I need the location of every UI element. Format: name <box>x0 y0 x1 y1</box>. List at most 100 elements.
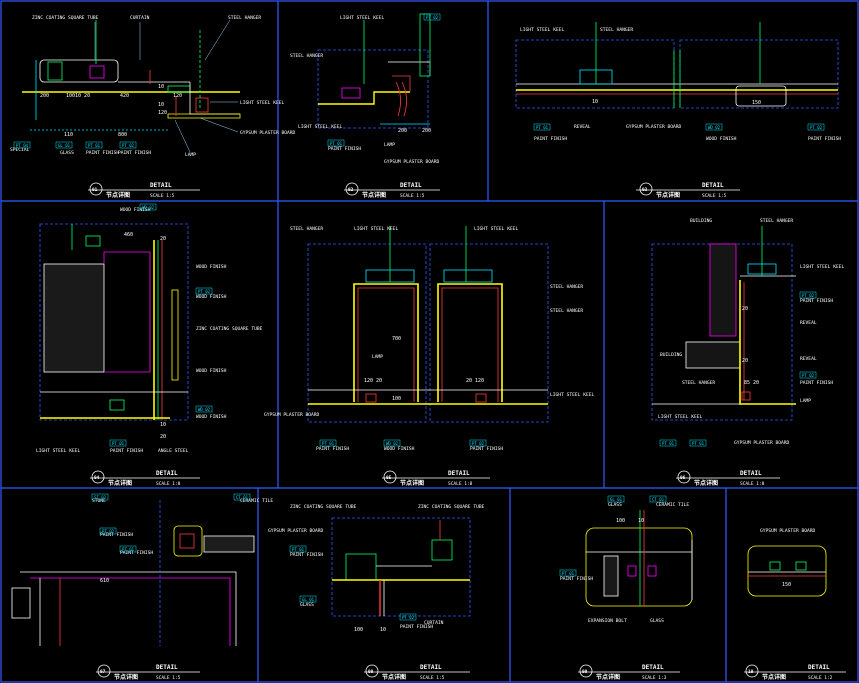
svg-text:DETAIL: DETAIL <box>448 470 470 477</box>
panel-03-label-4: GYPSUM PLASTER BOARD <box>626 124 682 130</box>
svg-text:CT 01: CT 01 <box>236 495 249 500</box>
panel-08-dim-2: 10 <box>380 627 386 633</box>
panel-03-title-block: 03 DETAIL 节点详图 SCALE 1:5 <box>636 182 740 199</box>
detail-panel-04: WOOD FINISH WOOD FINISH WOOD FINISH ZINC… <box>36 203 263 487</box>
detail-panel-10: GYPSUM PLASTER BOARD 150 10 DETAIL 节点详图 … <box>744 528 846 681</box>
svg-text:ST 02: ST 02 <box>94 495 107 500</box>
panel-03-dim-1: 150 <box>752 100 761 106</box>
svg-text:DETAIL: DETAIL <box>400 182 422 189</box>
svg-text:PT 02: PT 02 <box>402 615 415 620</box>
svg-text:PT 01: PT 01 <box>662 441 675 446</box>
panel-06-label-7: REVEAL <box>800 356 817 362</box>
svg-text:PT 01: PT 01 <box>692 441 705 446</box>
svg-text:DETAIL: DETAIL <box>156 470 178 477</box>
panel-01-leaders <box>94 19 239 153</box>
panel-07-label-2: PAINT FINISH <box>100 532 133 538</box>
panel-04-label-5: WOOD FINISH <box>196 368 227 374</box>
panel-04-label-8: PAINT FINISH <box>110 448 143 454</box>
panel-02-label-1: LIGHT STEEL KEEL <box>340 15 384 21</box>
svg-text:PT 02: PT 02 <box>426 15 439 20</box>
panel-05-label-2: LIGHT STEEL KEEL <box>354 226 398 232</box>
svg-text:DETAIL: DETAIL <box>808 664 830 671</box>
panel-06-label-5: REVEAL <box>800 320 817 326</box>
svg-text:节点详图: 节点详图 <box>114 673 138 681</box>
panel-03-label-1: LIGHT STEEL KEEL <box>520 27 564 33</box>
panel-07-title-block: 07 DETAIL 节点详图 SCALE 1:5 <box>96 664 200 681</box>
panel-02-label-5: GYPSUM PLASTER BOARD <box>384 159 440 165</box>
panel-02-label-3: LIGHT STEEL KEEL <box>298 124 342 130</box>
panel-01-dim-9: 120 <box>158 110 167 116</box>
panel-06-geometry <box>651 226 796 421</box>
svg-text:SCALE 1:5: SCALE 1:5 <box>156 675 181 681</box>
svg-text:WD 02: WD 02 <box>386 441 399 446</box>
panel-05-label-11: PAINT FINISH <box>470 446 503 452</box>
svg-text:PT 02: PT 02 <box>810 125 823 130</box>
svg-text:DETAIL: DETAIL <box>156 664 178 671</box>
panel-01-dim-8: 10 <box>158 102 164 108</box>
detail-panel-08: ZINC COATING SQUARE TUBE ZINC COATING SQ… <box>268 504 485 681</box>
panel-01-label-1: ZINC COATING SQUARE TUBE <box>32 15 99 21</box>
panel-01-label-5: GYPSUM PLASTER BOARD <box>240 130 296 136</box>
svg-text:05: 05 <box>386 475 392 481</box>
svg-text:DETAIL: DETAIL <box>642 664 664 671</box>
svg-text:GL 01: GL 01 <box>58 143 71 148</box>
panel-05-label-6: LAMP <box>372 354 383 360</box>
panel-07-tag-1: ST 02 <box>91 493 109 501</box>
panel-01-label-6: LAMP <box>185 152 196 158</box>
panel-04-label-9: ANGLE STEEL <box>158 448 189 454</box>
panel-01-dim-2: 10010 20 <box>66 93 90 99</box>
panel-07-dim-1: 610 <box>100 578 109 584</box>
panel-06-tag-3: PT 01 <box>659 439 677 447</box>
svg-text:PT 01: PT 01 <box>536 125 549 130</box>
panel-06-title-block: 06 DETAIL 节点详图 SCALE 1:8 <box>676 470 780 487</box>
panel-02-label-2: STEEL HANGER <box>290 53 323 59</box>
svg-text:04: 04 <box>94 475 100 481</box>
panel-07-label-4: CERAMIC TILE <box>240 498 273 504</box>
detail-panel-05: STEEL HANGER LIGHT STEEL KEEL LIGHT STEE… <box>264 226 594 487</box>
svg-text:SCALE 1:5: SCALE 1:5 <box>400 193 425 199</box>
panel-09-label-2: CERAMIC TILE <box>656 502 689 508</box>
panel-04-tag-4: PT 01 <box>109 439 127 447</box>
panel-07-label-3: PAINT FINISH <box>120 550 153 556</box>
panel-01-dim-1: 200 <box>40 93 49 99</box>
panel-02-title-block: 02 DETAIL 节点详图 SCALE 1:5 <box>344 182 440 199</box>
panel-07-tag-2: PT 02 <box>99 527 117 535</box>
panel-01-label-10: PAINT FINISH <box>118 150 151 156</box>
panel-05-tag-3: PT 02 <box>469 439 487 447</box>
svg-text:PT 01: PT 01 <box>562 571 575 576</box>
panel-08-dim-1: 100 <box>354 627 363 633</box>
panel-04-dim-3: 10 <box>160 422 166 428</box>
panel-05-tag-1: PT 01 <box>319 439 337 447</box>
svg-text:CT 01: CT 01 <box>652 497 665 502</box>
panel-09-label-1: GLASS <box>608 502 622 508</box>
panel-06-label-9: LIGHT STEEL KEEL <box>658 414 702 420</box>
svg-text:节点详图: 节点详图 <box>596 673 620 681</box>
panel-10-label-1: GYPSUM PLASTER BOARD <box>760 528 816 534</box>
svg-text:09: 09 <box>582 669 588 675</box>
svg-text:节点详图: 节点详图 <box>362 191 386 199</box>
panel-03-tag-1: PT 01 <box>533 123 551 131</box>
svg-text:WD 02: WD 02 <box>142 205 155 210</box>
panel-05-label-8: LIGHT STEEL KEEL <box>550 392 594 398</box>
panel-01-tag-1: PT 04 <box>13 141 31 149</box>
svg-text:PT 01: PT 01 <box>122 547 135 552</box>
detail-panel-06: BUILDING STEEL HANGER LIGHT STEEL KEEL P… <box>651 218 844 487</box>
panel-04-geometry <box>39 223 189 421</box>
panel-03-label-6: WOOD FINISH <box>706 136 737 142</box>
panel-08-label-1: ZINC COATING SQUARE TUBE <box>290 504 357 510</box>
panel-06-label-3: LIGHT STEEL KEEL <box>800 264 844 270</box>
panel-01-dim-6: 800 <box>118 132 127 138</box>
panel-05-dim-2: 120 20 <box>364 378 382 384</box>
panel-04-label-7: LIGHT STEEL KEEL <box>36 448 80 454</box>
svg-text:PT 01: PT 01 <box>322 441 335 446</box>
panel-04-dim-1: 460 <box>124 232 133 238</box>
panel-01-label-8: SPECIAL <box>10 147 30 153</box>
panel-09-geometry <box>585 510 693 607</box>
svg-text:01: 01 <box>92 187 98 193</box>
panel-08-tag-3: PT 02 <box>399 613 417 621</box>
svg-text:节点详图: 节点详图 <box>108 479 132 487</box>
svg-text:SCALE 1:5: SCALE 1:5 <box>702 193 727 199</box>
panel-02-geometry <box>317 13 431 129</box>
panel-05-label-4: STEEL HANGER <box>550 284 583 290</box>
